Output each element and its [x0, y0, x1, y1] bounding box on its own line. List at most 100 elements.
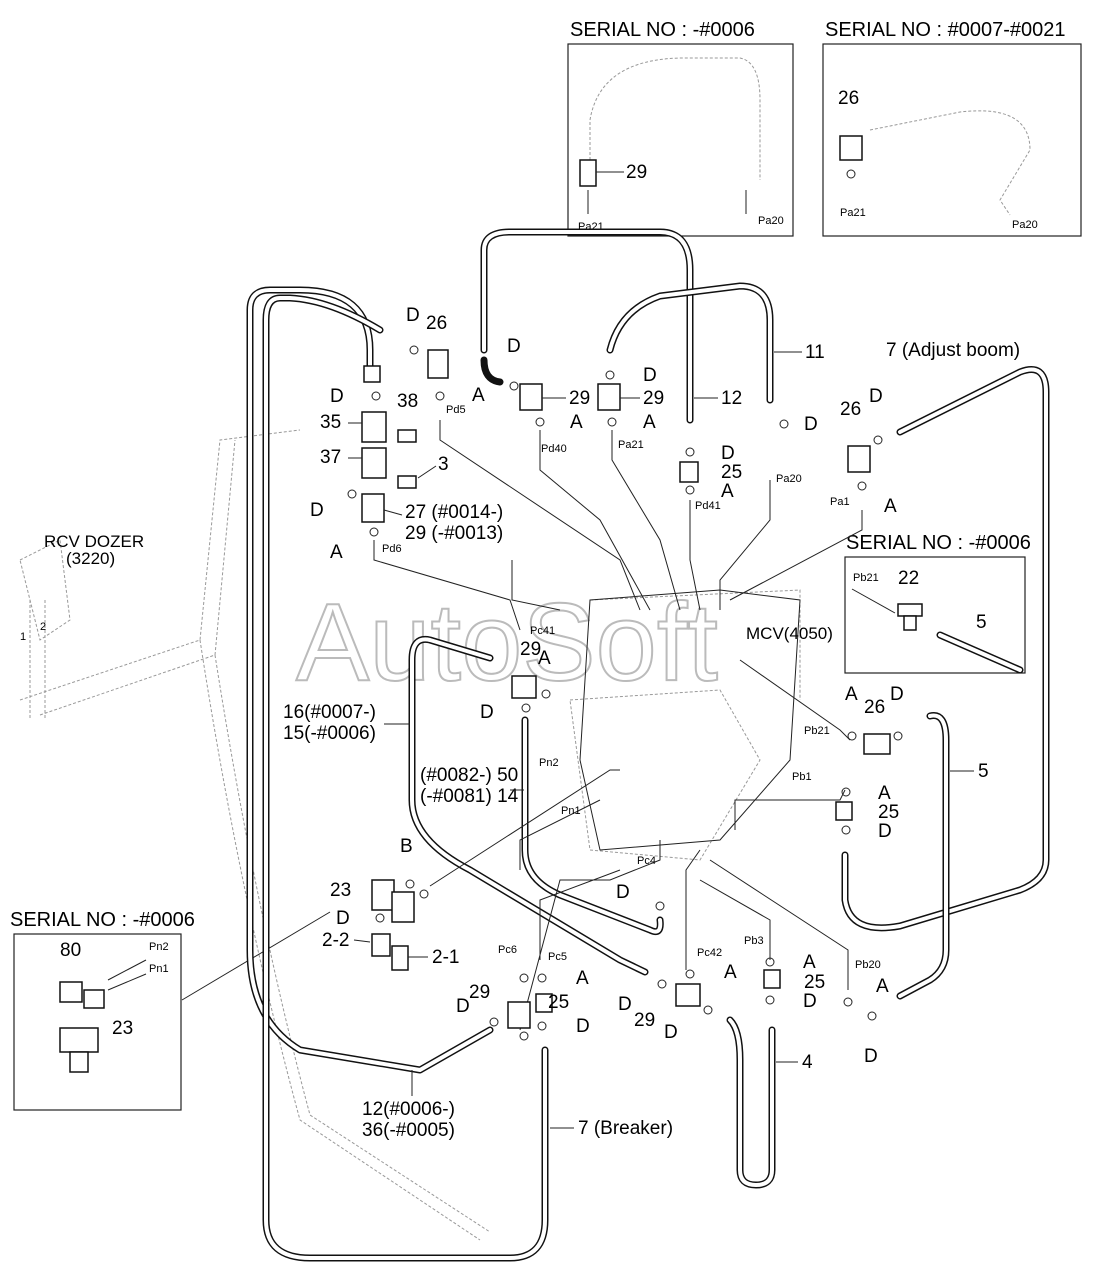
- seal-label: D: [664, 1022, 678, 1043]
- callout-2-2: 2-2: [322, 930, 349, 951]
- seal-label: D: [804, 414, 818, 435]
- seal-label: D: [721, 443, 735, 464]
- callout-25: 25: [721, 462, 742, 483]
- seal-label: D: [618, 994, 632, 1015]
- callout-36: 36(-#0005): [362, 1120, 455, 1141]
- port-label: Pc42: [697, 947, 722, 959]
- fittings: [361, 349, 891, 1029]
- serial-title: SERIAL NO : -#0006: [10, 909, 195, 931]
- callout-29: 29: [469, 982, 490, 1003]
- callout-50: (#0082-) 50: [420, 765, 518, 786]
- callout-25: 25: [878, 802, 899, 823]
- port-label: Pb20: [855, 959, 881, 971]
- tee-fitting-icon: [391, 891, 415, 923]
- elbow-fitting-icon: [839, 135, 863, 161]
- seal-label: A: [721, 481, 734, 502]
- callout-26: 26: [838, 88, 859, 109]
- port-label: Pa20: [776, 473, 802, 485]
- callout-5: 5: [976, 612, 987, 633]
- callout-11: 11: [805, 342, 825, 363]
- callout-15: 15(-#0006): [283, 723, 376, 744]
- seal-label: D: [803, 991, 817, 1012]
- seal-label: B: [400, 836, 413, 857]
- adapter-icon: [763, 969, 781, 989]
- serial-title: SERIAL NO : -#0006: [846, 532, 1031, 554]
- tee-fitting-icon: [897, 603, 923, 617]
- seal-label: D: [406, 305, 420, 326]
- tee-fitting-icon: [361, 447, 387, 479]
- tee-fitting-icon: [597, 383, 621, 411]
- seal-label: D: [576, 1016, 590, 1037]
- part-callouts: 26 38 35 37 3 27 (#0014-) 29 (-#0013) 29…: [283, 313, 1020, 1141]
- callout-26: 26: [840, 399, 861, 420]
- tee-fitting-icon: [361, 493, 385, 523]
- serial-title: SERIAL NO : #0007-#0021: [825, 19, 1066, 41]
- seal-label: A: [538, 648, 551, 669]
- elbow-fitting-icon: [59, 981, 83, 1003]
- seal-label: A: [884, 496, 897, 517]
- callout-27: 27 (#0014-): [405, 502, 503, 523]
- port-label: Pc4: [637, 855, 656, 867]
- adapter-icon: [371, 933, 391, 957]
- callout-7: 7 (Breaker): [578, 1118, 673, 1139]
- port-label: Pb21: [804, 725, 830, 737]
- callout-23: 23: [112, 1018, 133, 1039]
- port-label: Pb21: [853, 572, 879, 584]
- seal-label: A: [472, 385, 485, 406]
- adapter-icon: [535, 993, 553, 1013]
- seal-label: A: [330, 542, 343, 563]
- serial-box-bottom-left: SERIAL NO : -#0006 80 Pn2 Pn1 23: [10, 909, 331, 1111]
- rcv-dozer-code: (3220): [66, 549, 115, 568]
- serial-title: SERIAL NO : -#0006: [570, 19, 755, 41]
- callout-12: 12(#0006-): [362, 1099, 455, 1120]
- callout-29: 29: [643, 388, 664, 409]
- port-label: Pc5: [548, 951, 567, 963]
- tee-fitting-icon: [519, 383, 543, 411]
- seal-label: A: [570, 412, 583, 433]
- elbow-fitting-icon: [427, 349, 449, 379]
- tee-fitting-icon: [579, 159, 597, 187]
- seal-label: A: [876, 976, 889, 997]
- seal-label: A: [803, 952, 816, 973]
- port-label: Pa20: [758, 215, 784, 227]
- tee-fitting-icon: [59, 1027, 99, 1053]
- callout-16: 16(#0007-): [283, 702, 376, 723]
- rcv-dozer: RCV DOZER (3220) 1 2: [20, 532, 144, 643]
- callout-29: 29 (-#0013): [405, 523, 503, 544]
- tee-fitting-icon: [361, 411, 387, 443]
- port-label: Pn1: [561, 805, 581, 817]
- adapter-icon: [391, 945, 409, 971]
- callout-22: 22: [898, 568, 919, 589]
- tee-fitting-icon: [511, 675, 537, 699]
- callout-14: (-#0081) 14: [420, 786, 519, 807]
- tee-fitting-icon: [371, 879, 395, 911]
- callout-23: 23: [330, 880, 351, 901]
- callout-35: 35: [320, 412, 341, 433]
- rcv-dozer-label: RCV DOZER: [44, 532, 144, 551]
- port-label: Pc41: [530, 625, 555, 637]
- port-label: Pa1: [830, 496, 850, 508]
- seal-label: A: [845, 684, 858, 705]
- adapter-icon: [363, 365, 381, 383]
- adapter-icon: [679, 461, 699, 483]
- callout-26: 26: [864, 697, 885, 718]
- port-label: Pb3: [744, 935, 764, 947]
- seal-label: A: [724, 962, 737, 983]
- port-label: Pn1: [149, 963, 169, 975]
- tee-fitting-icon: [507, 1001, 531, 1029]
- mcv-label: MCV(4050): [746, 624, 833, 643]
- serial-box-right-mid: SERIAL NO : -#0006 Pb21 22 5: [844, 532, 1031, 674]
- callout-7: 7 (Adjust boom): [886, 340, 1020, 361]
- seal-label: D: [507, 336, 521, 357]
- serial-box-top-left: SERIAL NO : -#0006 29 Pa21 Pa20: [567, 19, 794, 237]
- seal-label: A: [576, 968, 589, 989]
- port-label: 1: [20, 631, 26, 643]
- seal-label: A: [878, 783, 891, 804]
- elbow-fitting-icon: [83, 989, 105, 1009]
- seal-label: D: [336, 908, 350, 929]
- seal-label: D: [890, 684, 904, 705]
- callout-38: 38: [397, 391, 418, 412]
- callout-3: 3: [438, 454, 449, 475]
- callout-25: 25: [548, 992, 569, 1013]
